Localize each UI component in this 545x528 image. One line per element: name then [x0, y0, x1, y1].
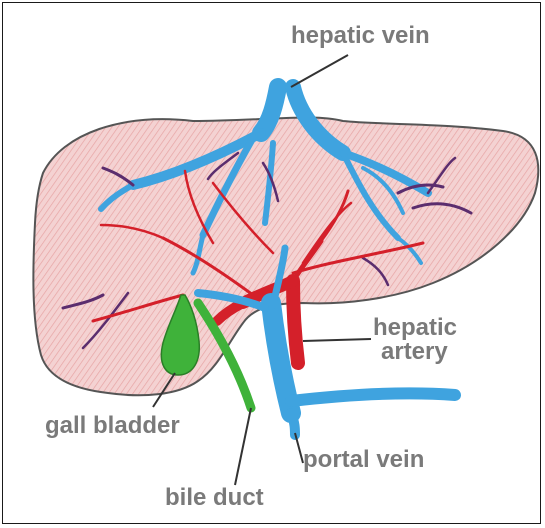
- hepatic-vein-label: hepatic vein: [291, 22, 430, 49]
- hepatic-artery-label-line1: hepatic: [373, 314, 457, 341]
- diagram-frame: hepatic vein hepatic artery gall bladder…: [2, 2, 541, 524]
- bile-duct-leader: [235, 408, 251, 485]
- hepatic-vein-leader: [291, 55, 348, 87]
- hepatic-artery-leader: [303, 339, 371, 341]
- liver-diagram: hepatic vein hepatic artery gall bladder…: [3, 3, 542, 525]
- hepatic-artery-label-line2: artery: [381, 338, 448, 365]
- gall-bladder-label: gall bladder: [45, 412, 180, 439]
- bile-duct-label: bile duct: [165, 484, 264, 511]
- portal-vein-label: portal vein: [303, 446, 424, 473]
